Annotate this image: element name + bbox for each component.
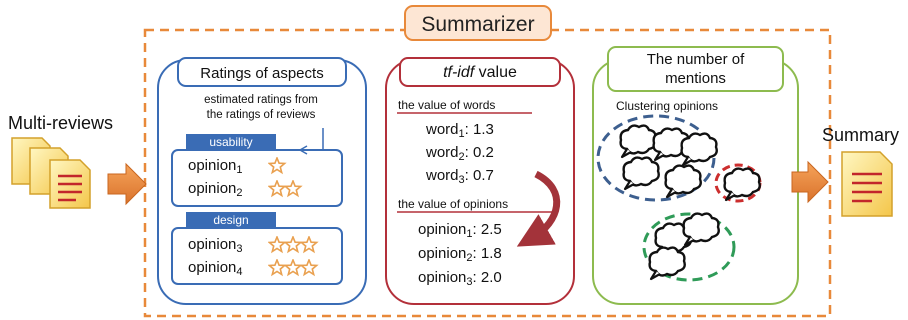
aspects-note-line1: estimated ratings from bbox=[204, 94, 318, 106]
documents-stack-icon bbox=[11, 137, 91, 209]
star-icon bbox=[267, 178, 287, 198]
star-icon bbox=[283, 234, 303, 254]
mentions-title-line2: mentions bbox=[665, 70, 726, 87]
speech-bubble-icon bbox=[619, 124, 657, 159]
cluster-green bbox=[642, 212, 736, 282]
summary-document-icon bbox=[841, 151, 893, 217]
star-icon bbox=[283, 178, 303, 198]
input-arrow bbox=[107, 162, 147, 206]
star-icon bbox=[267, 257, 287, 277]
star-icon bbox=[283, 257, 303, 277]
speech-bubble-icon bbox=[648, 246, 686, 281]
star-rating-4 bbox=[267, 257, 328, 282]
opinions-heading: the value of opinions bbox=[398, 197, 509, 211]
cluster-blue bbox=[596, 114, 716, 202]
word-row-3: word3: 0.7 bbox=[426, 167, 494, 186]
summarizer-title: Summarizer bbox=[421, 13, 535, 36]
usability-tag: usability bbox=[186, 134, 276, 151]
aspect-opinion-4: opinion4 bbox=[188, 259, 243, 278]
tfidf-panel-title: tf-idf value bbox=[443, 64, 517, 81]
speech-bubble-icon bbox=[682, 212, 720, 247]
input-label: Multi-reviews bbox=[8, 113, 114, 133]
word-row-1: word1: 1.3 bbox=[426, 121, 494, 140]
speech-bubble-icon bbox=[664, 164, 702, 199]
aspect-opinion-2: opinion2 bbox=[188, 180, 243, 199]
aspects-panel-title: Ratings of aspects bbox=[200, 65, 324, 82]
aspect-opinion-1: opinion1 bbox=[188, 157, 243, 176]
star-rating-1 bbox=[267, 155, 328, 180]
summarizer-frame bbox=[143, 28, 832, 318]
star-rating-3 bbox=[267, 234, 328, 259]
star-rating-2 bbox=[267, 178, 328, 203]
speech-bubble-icon bbox=[622, 156, 660, 191]
estimate-arrow-head bbox=[299, 145, 308, 155]
word-row-2: word2: 0.2 bbox=[426, 144, 494, 163]
summarizer-title-box bbox=[404, 5, 552, 41]
tfidf-curve-arrow bbox=[516, 170, 561, 247]
opinion-value-row-3: opinion3: 2.0 bbox=[418, 269, 502, 288]
output-arrow bbox=[791, 160, 829, 204]
estimate-arrow bbox=[300, 128, 324, 151]
opinion-value-row-1: opinion1: 2.5 bbox=[418, 221, 502, 240]
words-heading: the value of words bbox=[398, 98, 496, 112]
star-icon bbox=[299, 257, 319, 277]
star-icon bbox=[267, 234, 287, 254]
star-icon bbox=[267, 155, 287, 175]
speech-bubble-icon bbox=[723, 167, 761, 202]
speech-bubble-icon bbox=[680, 132, 718, 167]
opinion-value-row-2: opinion2: 1.8 bbox=[418, 245, 502, 264]
aspect-opinion-3: opinion3 bbox=[188, 236, 243, 255]
mentions-subtitle: Clustering opinions bbox=[616, 99, 719, 113]
design-tag: design bbox=[186, 212, 276, 229]
mentions-title-box bbox=[607, 46, 784, 92]
aspects-title-box bbox=[177, 57, 347, 87]
mentions-title-line1: The number of bbox=[646, 51, 745, 68]
tfidf-title-box bbox=[399, 57, 561, 87]
star-icon bbox=[299, 234, 319, 254]
aspects-note-line2: the ratings of reviews bbox=[206, 109, 316, 121]
output-label: Summary bbox=[822, 125, 900, 145]
